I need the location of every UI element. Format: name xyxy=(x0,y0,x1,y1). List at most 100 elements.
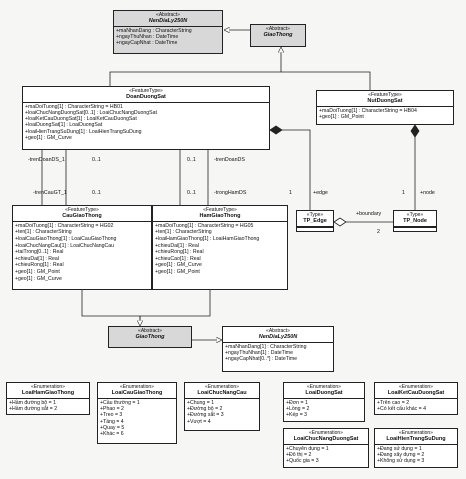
attribute: +loaiDuongSat[1] : LoaiDuongSat xyxy=(25,122,103,129)
enum-value: +Quốc gia = 3 xyxy=(286,458,319,465)
enum-name: LoaiChucNangCau xyxy=(197,390,247,397)
attribute: +maDoiTuong[1] : CharacterString = HB04 xyxy=(319,107,417,114)
attribute-list: +maDoiTuong[1] : CharacterString = HB01 … xyxy=(23,103,269,142)
multiplicity-label: 2 xyxy=(377,229,380,235)
enum-value: +Không sử dụng = 3 xyxy=(377,458,425,465)
enum-name: LoaiKetCauDuongSat xyxy=(387,390,445,397)
enum-value: +Hầm đường sắt = 2 xyxy=(9,406,58,413)
role-label: -trenDoanDS_1 xyxy=(28,157,65,163)
stereotype: «Enumeration» xyxy=(399,430,433,436)
attribute: +geo[1] : GM_Point xyxy=(15,268,60,275)
stereotype: «Enumeration» xyxy=(31,384,65,390)
attribute-list: +maDoiTuong[1] : CharacterString = HB04 … xyxy=(317,107,453,122)
aggregation-diamond-edge xyxy=(333,217,347,227)
enum-value: +Đường bộ = 2 xyxy=(187,406,223,413)
stereotype: «FeatureType» xyxy=(65,207,99,213)
stereotype: «Type» xyxy=(306,212,324,218)
enum-value: +Tầng = 4 xyxy=(100,418,124,425)
class-nendialy250n-mid: «Abstract»NenDiaLy250N +maNhanDang[1] : … xyxy=(222,326,334,372)
enum-name: LoaiHienTrangSuDung xyxy=(386,436,446,443)
enum-value: +Đơn = 1 xyxy=(286,399,308,406)
enum-values: +Đang sử dụng = 1 +Đang xây dựng = 2 +Kh… xyxy=(375,445,457,466)
attribute: +ten[1] : CharacterString xyxy=(155,229,212,236)
class-name: CauGiaoThong xyxy=(62,213,102,220)
stereotype: «Enumeration» xyxy=(309,430,343,436)
attribute: +geo[1] : GM_Curve xyxy=(25,134,72,141)
stereotype: «FeatureType» xyxy=(129,88,163,94)
class-giaothong-mid: «Abstract»GiaoThong xyxy=(108,326,192,348)
enum-values: +Trên cao = 2 +Có kết cấu khác = 4 xyxy=(375,399,457,414)
attribute: +chieuCao[1] : Real xyxy=(155,255,201,262)
enum-value: +Hầm đường bộ = 1 xyxy=(9,399,56,406)
attribute: +geo[1] : GM_Point xyxy=(319,114,364,121)
attribute: +maNhanDang : CharacterString xyxy=(116,27,192,34)
enum-value: +Đô thị = 2 xyxy=(286,452,312,459)
attribute: +ngayCapNhat : DateTime xyxy=(116,40,178,47)
attribute: +loaiKetCauDuongSat[1] : LoaiKetCauDuong… xyxy=(25,116,137,123)
attribute: +loaiCauGiaoThong[1] : LoaiCauGiaoThong xyxy=(15,236,117,242)
class-name: GiaoThong xyxy=(263,32,293,39)
attribute-list: +maNhanDang[1] : CharacterString +ngayTh… xyxy=(223,343,333,364)
enum-loaihamgiaothong: «Enumeration»LoaiHamGiaoThong +Hầm đường… xyxy=(6,382,90,415)
enum-loaiketcauduongsat: «Enumeration»LoaiKetCauDuongSat +Trên ca… xyxy=(374,382,458,415)
gen-nutduongsat-giaothong xyxy=(281,71,371,90)
enum-value: +Trên cao = 2 xyxy=(377,399,410,406)
attribute: +maNhanDang[1] : CharacterString xyxy=(225,343,307,350)
multiplicity-label: 0..1 xyxy=(92,157,101,163)
attribute: +loaiHamGiaoThong[1] : LoaiHamGiaoThong xyxy=(155,236,260,242)
enum-value: +Quay = 5 xyxy=(100,425,125,431)
gen-doanduongsat-giaothong xyxy=(109,47,281,86)
enum-values: +Đơn = 1 +Lồng = 2 +Kép = 3 xyxy=(284,399,364,420)
attribute: +loaiHienTrangSuDung[1] : LoaiHienTrangS… xyxy=(25,128,142,135)
attribute: +ngayCapNhat[0..*] : DateTime xyxy=(225,356,298,363)
stereotype: «Abstract» xyxy=(138,328,162,334)
role-label: +node xyxy=(420,190,435,196)
class-caugiaothong: «FeatureType»CauGiaoThong +maDoiTuong[1]… xyxy=(12,205,152,290)
stereotype: «FeatureType» xyxy=(368,92,402,98)
attribute: +chieuRong[1] : Real xyxy=(15,262,64,269)
multiplicity-label: 1 xyxy=(402,190,405,196)
attribute: +ngayThuNhan[1] : DateTime xyxy=(225,350,294,357)
attribute: +ten[1] : CharacterString xyxy=(15,229,72,236)
attribute: +taiTrong[0..1] : Real xyxy=(15,249,64,256)
enum-value: +Khác = 6 xyxy=(100,431,124,438)
class-name: NutDuongSat xyxy=(367,98,403,105)
stereotype: «Enumeration» xyxy=(307,384,341,390)
class-giaothong-top: «Abstract»GiaoThong xyxy=(250,24,306,47)
enum-value: +Đang sử dụng = 1 xyxy=(377,445,422,452)
attribute: +geo[1] : GM_Curve xyxy=(15,275,62,282)
attribute-list: +maNhanDang : CharacterString +ngayThuNh… xyxy=(114,27,222,48)
attribute-list: +maDoiTuong[1] : CharacterString = HG02 … xyxy=(13,222,151,283)
enum-value: +Đường sắt = 3 xyxy=(187,412,224,419)
enum-loaichucnangduongsat: «Enumeration»LoaiChucNangDuongSat +Chuyê… xyxy=(283,428,369,468)
enum-name: LoaiHamGiaoThong xyxy=(21,390,75,397)
enum-value: +Kép = 3 xyxy=(286,412,308,419)
attribute: +geo[1] : GM_Point xyxy=(155,268,200,275)
attribute: +maDoiTuong[1] : CharacterString = HG02 xyxy=(15,222,114,229)
class-name: GiaoThong xyxy=(135,334,165,341)
attribute: +ngayThuNhan : DateTime xyxy=(116,34,179,41)
enum-name: LoaiDuongSat xyxy=(305,390,343,397)
class-doanduongsat: «FeatureType»DoanDuongSat +maDoiTuong[1]… xyxy=(22,86,270,150)
enum-value: +Lồng = 2 xyxy=(286,406,310,413)
multiplicity-label: 0..1 xyxy=(92,190,101,196)
stereotype: «Abstract» xyxy=(156,12,180,18)
enum-value: +Có kết cấu khác = 4 xyxy=(377,406,427,413)
class-name: NenDiaLy250N xyxy=(258,334,298,341)
attribute-list: +maDoiTuong[1] : CharacterString = HG05 … xyxy=(153,222,287,277)
attribute: +chieuDai[1] : Real xyxy=(15,255,59,262)
composition-diamond-nut xyxy=(410,124,420,138)
multiplicity-label: 0..1 xyxy=(187,190,196,196)
attribute: +maDoiTuong[1] : CharacterString = HG05 xyxy=(155,222,254,229)
stereotype: «Type» xyxy=(406,212,424,218)
enum-value: +Chuyên dụng = 1 xyxy=(286,445,329,452)
attribute: +chieuDai[1] : Real xyxy=(155,242,199,249)
enum-loaihientrangsudung: «Enumeration»LoaiHienTrangSuDung +Đang s… xyxy=(374,428,458,468)
stereotype: «Enumeration» xyxy=(120,384,154,390)
enum-value: +Đang xây dựng = 2 xyxy=(377,452,425,459)
role-label: -trongHamDS xyxy=(214,190,247,196)
role-label: -trenCauGT_1 xyxy=(33,190,67,196)
attribute: +maDoiTuong[1] : CharacterString = HB01 xyxy=(25,103,123,110)
stereotype: «Abstract» xyxy=(266,26,290,32)
